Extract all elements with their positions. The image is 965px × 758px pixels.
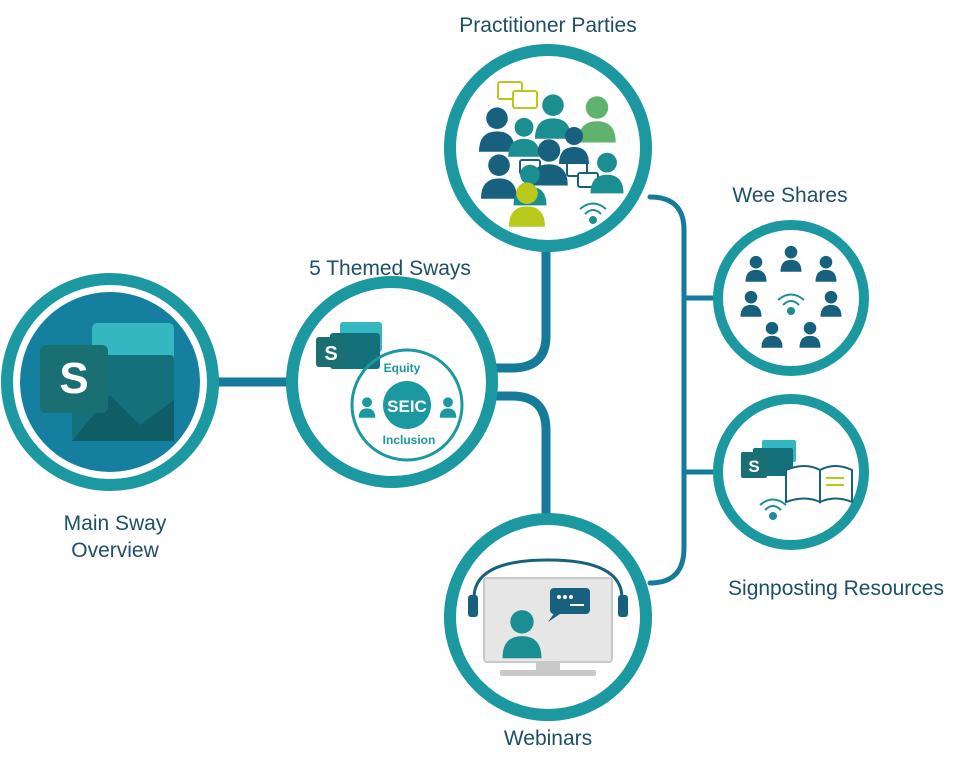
practitioner-parties-label: Practitioner Parties [448,12,648,39]
sway-logo-tiny-icon: S [741,440,796,478]
signposting-resources-label: Signposting Resources [716,575,956,602]
connector-to-signposting [681,295,717,475]
webinars-node[interactable] [444,513,652,721]
main-sway-label-line1: Main Sway [63,512,167,535]
webinars-label-text: Webinars [503,727,593,750]
seic-badge: SEIC Equity Inclusion [350,348,464,462]
wee-shares-label-text: Wee Shares [732,184,848,207]
wee-shares-label: Wee Shares [690,182,890,209]
wifi-signal-icon [579,202,607,224]
open-book-icon [785,465,853,504]
practitioner-parties-label-text: Practitioner Parties [459,14,637,37]
seic-badge-top: Equity [384,361,421,375]
themed-sways-label: 5 Themed Sways [280,255,500,282]
sway-logo-tiny-letter: S [748,457,759,476]
connector-lines [207,194,717,586]
main-sway-label-line2: Overview [71,539,159,563]
connector-webinars-to-signposting [647,469,687,586]
seic-badge-center: SEIC [387,397,427,416]
themed-sways-node[interactable]: S SEIC Equity Inclusion [286,276,498,488]
sway-logo-letter: S [59,354,88,403]
main-sway-node[interactable]: S [1,273,219,491]
themed-sways-label-text: 5 Themed Sways [309,257,471,280]
connector-practitioner-to-wee [647,194,717,301]
wee-shares-node[interactable] [713,220,869,376]
webinars-label: Webinars [468,725,628,752]
practitioner-parties-node[interactable] [444,44,652,252]
wifi-small-icon [759,498,787,520]
signposting-resources-node[interactable]: S [713,394,869,550]
sway-logo-icon: S [40,323,174,441]
connector-themed-to-practitioner [487,238,551,373]
sway-logo-small-letter: S [324,343,337,365]
monitor-icon [468,558,628,676]
chat-bubble-icon [548,588,590,622]
circle-of-people-icon [740,245,842,348]
connector-themed-to-webinars [487,391,551,521]
main-sway-label: Main Sway Overview [30,510,200,565]
wifi-center-icon [777,293,805,315]
seic-badge-bottom: Inclusion [383,433,436,447]
signposting-resources-label-text: Signposting Resources [728,577,944,600]
sway-logo-small-icon: S [316,322,382,369]
